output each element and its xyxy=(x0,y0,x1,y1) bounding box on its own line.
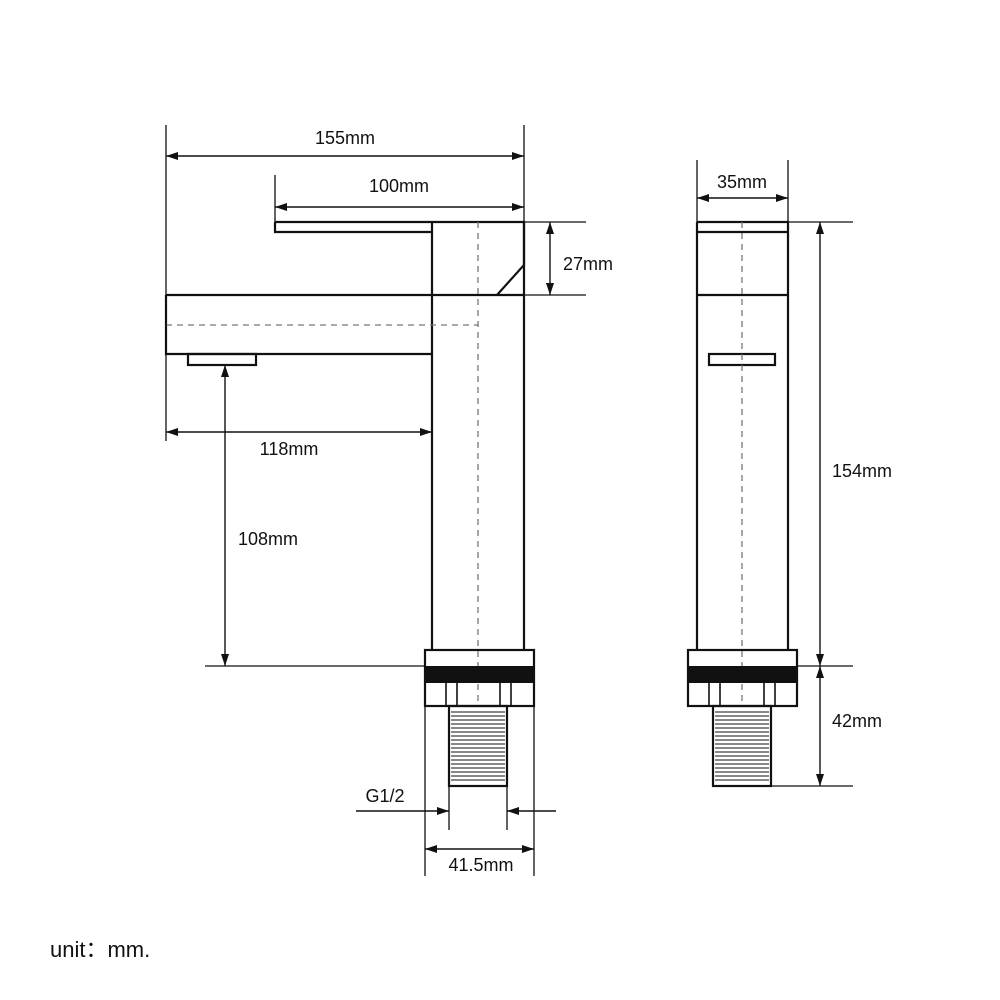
body-column xyxy=(430,222,526,650)
dim-handle-height: 27mm xyxy=(563,254,613,274)
handle-lever xyxy=(273,220,526,296)
dimension-lines xyxy=(166,152,824,853)
dim-thread-spec: G1/2 xyxy=(365,786,404,806)
dim-spout-height: 108mm xyxy=(238,529,298,549)
threaded-shank xyxy=(447,704,509,788)
front-view xyxy=(164,220,536,788)
dimension-labels: 155mm 100mm 27mm 118mm 108mm 35mm 154mm … xyxy=(238,128,892,875)
extension-lines xyxy=(165,125,853,876)
side-base-black-band xyxy=(688,666,797,683)
dim-body-height: 154mm xyxy=(832,461,892,481)
side-view xyxy=(686,220,799,788)
dim-spout-reach: 118mm xyxy=(260,439,319,459)
dim-overall-length: 155mm xyxy=(315,128,375,148)
unit-note: unit：mm. xyxy=(50,937,150,962)
base-black-band xyxy=(425,666,534,683)
dim-side-width: 35mm xyxy=(717,172,767,192)
dim-thread-length: 42mm xyxy=(832,711,882,731)
dim-base-diameter: 41.5mm xyxy=(448,855,513,875)
dim-handle-length: 100mm xyxy=(369,176,429,196)
aerator xyxy=(186,352,258,367)
side-threaded-shank xyxy=(711,704,773,788)
